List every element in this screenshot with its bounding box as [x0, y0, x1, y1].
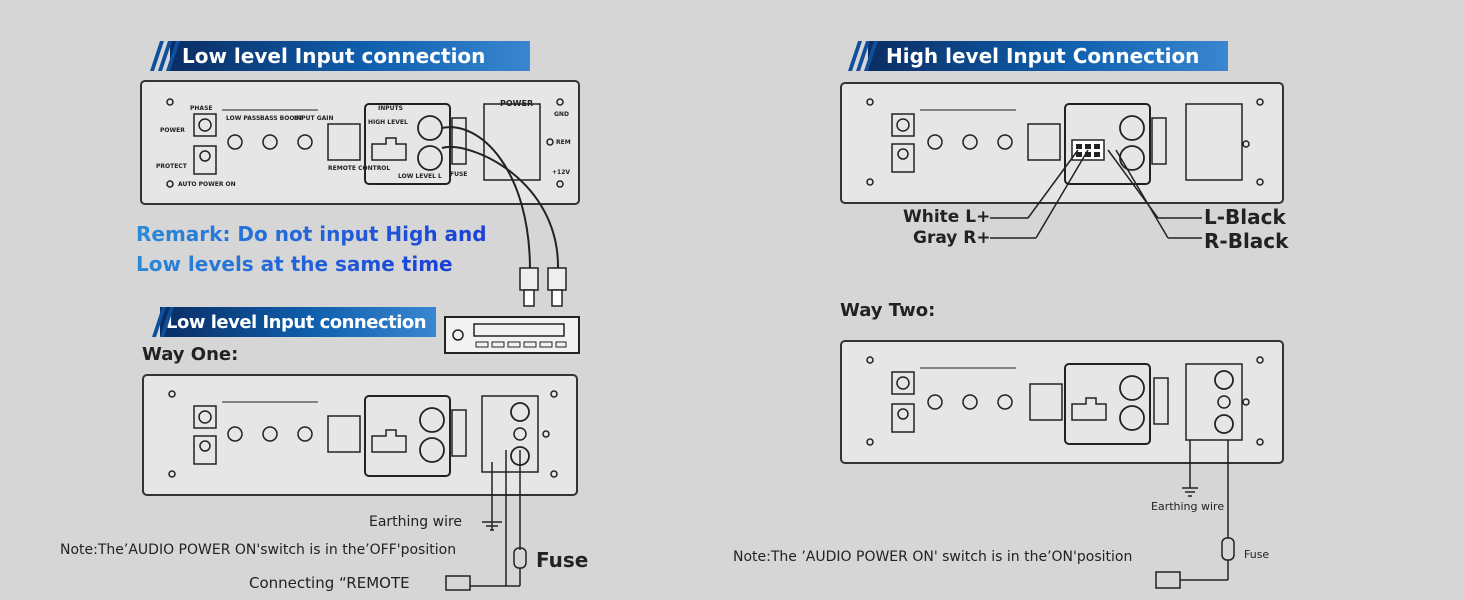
low-pass-text: LOW PASS — [226, 115, 260, 122]
power-block-text: POWER — [500, 99, 533, 108]
inputs-text: INPUTS — [378, 105, 403, 112]
remark-line-1: Remark: Do not input High and — [136, 222, 487, 246]
low-level-text: LOW LEVEL L — [398, 173, 442, 180]
amplifier-panel-bottom-left — [142, 374, 578, 496]
remark-line-2: Low levels at the same time — [136, 252, 453, 276]
bass-boost-text: BASS BOOST — [260, 115, 304, 122]
banner-low-level-mid: Low level Input connection — [152, 307, 436, 337]
slash-decoration-icon — [848, 41, 878, 71]
banner-title: High level Input Connection — [886, 44, 1200, 68]
auto-power-on-text: AUTO POWER ON — [178, 181, 236, 188]
rem-text: REM — [556, 139, 571, 146]
power-text: POWER — [160, 127, 185, 134]
protect-text: PROTECT — [156, 163, 188, 170]
gray-r-plus-label: Gray R+ — [913, 228, 991, 248]
connecting-remote-label: Connecting “REMOTE — [249, 574, 410, 592]
fuse-right-label: Fuse — [1244, 548, 1270, 561]
r-black-label: R-Black — [1204, 229, 1289, 253]
earthing-wire-right-label: Earthing wire — [1151, 500, 1225, 513]
amplifier-panel-top-right — [840, 82, 1284, 204]
phase-text: PHASE — [190, 105, 212, 112]
head-unit-icon — [444, 316, 580, 354]
banner-high-level: High level Input Connection — [848, 41, 1228, 71]
power-wiring-right — [1155, 440, 1235, 589]
fuse-left-label: Fuse — [536, 548, 589, 572]
remote-control-text: REMOTE CONTROL — [328, 165, 390, 172]
banner-title: Low level Input connection — [166, 311, 427, 333]
slash-decoration-icon — [150, 41, 180, 71]
banner-low-level-top: Low level Input connection — [150, 41, 530, 71]
way-two-label: Way Two: — [840, 300, 936, 321]
earthing-wire-left-label: Earthing wire — [369, 514, 463, 530]
rca-cable-wires — [441, 126, 567, 307]
banner-title: Low level Input connection — [182, 44, 486, 68]
power-wiring-left — [445, 450, 527, 591]
high-level-harness-wires — [990, 149, 1202, 239]
way-one-label: Way One: — [142, 344, 239, 365]
plus12-text: +12V — [552, 169, 570, 176]
amplifier-panel-bottom-right — [840, 340, 1284, 464]
note-on-position: Note:The ’AUDIO POWER ON' switch is in t… — [733, 549, 1133, 565]
l-black-label: L-Black — [1204, 205, 1286, 229]
amplifier-panel-top-left: PHASE POWER PROTECT AUTO POWER ON LOW PA… — [140, 80, 580, 205]
gnd-text: GND — [554, 111, 569, 118]
slash-decoration-icon — [152, 307, 174, 337]
high-level-text: HIGH LEVEL — [368, 119, 408, 126]
white-l-plus-label: White L+ — [903, 207, 991, 227]
input-gain-text: INPUT GAIN — [294, 115, 334, 122]
fuse-text: FUSE — [450, 171, 467, 178]
note-off-position: Note:The’AUDIO POWER ON'switch is in the… — [60, 542, 457, 558]
